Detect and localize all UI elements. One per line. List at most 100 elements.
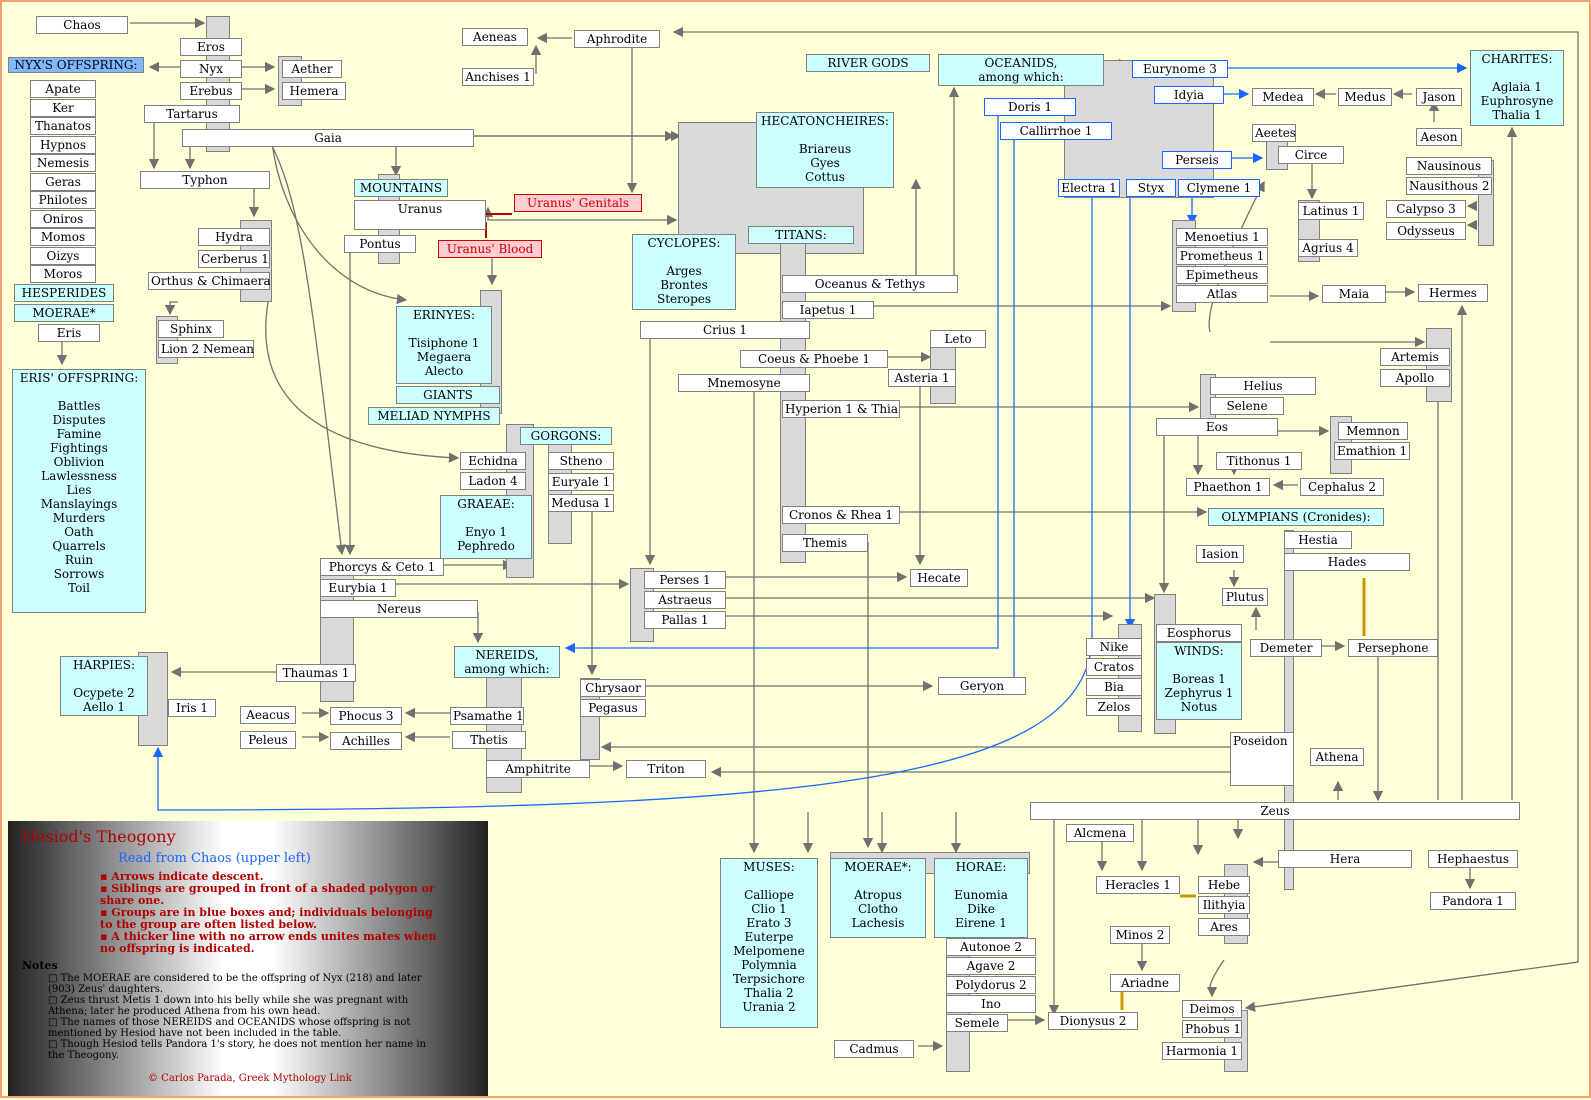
- node-zelos[interactable]: Zelos: [1086, 698, 1142, 716]
- node-thetis[interactable]: Thetis: [452, 731, 526, 749]
- node-nyx-child[interactable]: Oizys: [30, 246, 96, 265]
- node-cerberus[interactable]: Cerberus 1: [198, 250, 270, 268]
- node-nyx-child[interactable]: Moros: [30, 265, 96, 283]
- node-athena[interactable]: Athena: [1310, 748, 1364, 766]
- group-member[interactable]: Disputes: [52, 413, 106, 427]
- node-euryale[interactable]: Euryale 1: [548, 473, 614, 491]
- node-nyx-child[interactable]: Nemesis: [30, 154, 96, 172]
- legend-copyright[interactable]: © Carlos Parada, Greek Mythology Link: [148, 1073, 352, 1084]
- node-bia[interactable]: Bia: [1086, 678, 1142, 696]
- node-aether[interactable]: Aether: [282, 60, 342, 78]
- node-medusa[interactable]: Medusa 1: [548, 494, 614, 512]
- node-geryon[interactable]: Geryon: [938, 677, 1026, 695]
- node-doris[interactable]: Doris 1: [984, 98, 1076, 116]
- node-ino[interactable]: Ino: [946, 995, 1036, 1013]
- node-dionysus[interactable]: Dionysus 2: [1048, 1012, 1138, 1030]
- node-aphrodite[interactable]: Aphrodite: [574, 30, 660, 48]
- node-circe[interactable]: Circe: [1278, 146, 1344, 164]
- group-member[interactable]: Euphrosyne: [1480, 94, 1554, 108]
- group-olympians[interactable]: OLYMPIANS (Cronides):: [1208, 508, 1384, 526]
- node-nyx-child[interactable]: Philotes: [30, 191, 96, 209]
- node-callirrhoe[interactable]: Callirrhoe 1: [1000, 122, 1112, 140]
- node-nereus[interactable]: Nereus: [320, 600, 478, 618]
- node-hecate[interactable]: Hecate: [910, 569, 968, 587]
- node-eos[interactable]: Eos: [1156, 418, 1278, 436]
- group-member[interactable]: Thalia 1: [1492, 108, 1542, 122]
- node-atlas[interactable]: Atlas: [1176, 285, 1268, 303]
- node-helius[interactable]: Helius: [1210, 377, 1316, 395]
- node-aeneas[interactable]: Aeneas: [462, 28, 528, 46]
- node-astraeus[interactable]: Astraeus: [644, 591, 726, 609]
- group-titans[interactable]: TITANS:: [748, 226, 854, 244]
- node-styx[interactable]: Styx: [1126, 179, 1176, 197]
- group-member[interactable]: Sorrows: [53, 567, 105, 581]
- node-chaos[interactable]: Chaos: [36, 16, 128, 34]
- node-eris[interactable]: Eris: [38, 324, 100, 342]
- node-typhon[interactable]: Typhon: [140, 171, 270, 189]
- node-nyx-child[interactable]: Momos: [30, 228, 96, 246]
- group-hesperides[interactable]: HESPERIDES: [14, 284, 114, 302]
- group-moerae-nyx[interactable]: MOERAE*: [14, 304, 114, 322]
- node-epimetheus[interactable]: Epimetheus: [1176, 266, 1268, 284]
- group-member[interactable]: Clotho: [857, 902, 899, 916]
- node-agrius[interactable]: Agrius 4: [1298, 239, 1358, 257]
- node-medea[interactable]: Medea: [1252, 88, 1314, 106]
- group-member[interactable]: Oath: [64, 525, 94, 539]
- group-member[interactable]: Urania 2: [742, 1000, 796, 1014]
- node-hephaestus[interactable]: Hephaestus: [1428, 850, 1518, 868]
- node-nyx-child[interactable]: Oniros: [30, 209, 96, 228]
- group-member[interactable]: Manslayings: [40, 497, 118, 511]
- node-pandora[interactable]: Pandora 1: [1430, 892, 1516, 910]
- node-leto[interactable]: Leto: [930, 330, 986, 348]
- node-idyia[interactable]: Idyia: [1154, 86, 1224, 104]
- node-deimos[interactable]: Deimos: [1182, 1000, 1242, 1018]
- node-cephalus[interactable]: Cephalus 2: [1300, 478, 1384, 496]
- group-member[interactable]: Aello 1: [82, 700, 126, 714]
- node-cronos[interactable]: Cronos & Rhea 1: [782, 506, 900, 524]
- group-member[interactable]: Steropes: [656, 292, 712, 306]
- node-iris[interactable]: Iris 1: [168, 699, 216, 717]
- node-achilles[interactable]: Achilles: [330, 732, 402, 750]
- group-member[interactable]: Lachesis: [851, 916, 905, 930]
- node-hestia[interactable]: Hestia: [1284, 531, 1352, 549]
- group-member[interactable]: Aglaia 1: [1492, 80, 1542, 94]
- group-meliad-nymphs[interactable]: MELIAD NYMPHS: [368, 407, 500, 425]
- node-demeter[interactable]: Demeter: [1250, 639, 1322, 657]
- node-polydorus[interactable]: Polydorus 2: [946, 976, 1036, 994]
- node-nausithous[interactable]: Nausithous 2: [1406, 177, 1492, 195]
- group-member[interactable]: Melpomene: [733, 944, 805, 958]
- node-echidna[interactable]: Echidna: [460, 452, 526, 470]
- node-apollo[interactable]: Apollo: [1380, 369, 1450, 387]
- node-memnon[interactable]: Memnon: [1338, 422, 1408, 440]
- node-phorcys[interactable]: Phorcys & Ceto 1: [320, 558, 444, 576]
- node-nausinous[interactable]: Nausinous: [1406, 157, 1492, 175]
- group-member[interactable]: Euterpe: [744, 930, 794, 944]
- node-menoetius[interactable]: Menoetius 1: [1176, 228, 1268, 246]
- group-member[interactable]: Brontes: [660, 278, 708, 292]
- group-member[interactable]: Lies: [66, 483, 92, 497]
- node-eurybia[interactable]: Eurybia 1: [320, 579, 396, 597]
- node-poseidon[interactable]: Poseidon: [1230, 732, 1294, 786]
- group-member[interactable]: Atropus: [854, 888, 902, 902]
- node-pegasus[interactable]: Pegasus: [580, 699, 646, 717]
- node-triton[interactable]: Triton: [626, 760, 706, 778]
- node-nyx-child[interactable]: Apate: [30, 80, 96, 98]
- node-clymene[interactable]: Clymene 1: [1178, 179, 1260, 197]
- node-hydra[interactable]: Hydra: [198, 228, 270, 246]
- node-tithonus[interactable]: Tithonus 1: [1216, 452, 1302, 470]
- node-nyx-child[interactable]: Hypnos: [30, 135, 96, 154]
- node-aeson[interactable]: Aeson: [1416, 128, 1462, 146]
- node-aeacus[interactable]: Aeacus: [240, 706, 296, 724]
- node-electra[interactable]: Electra 1: [1058, 179, 1120, 197]
- node-peleus[interactable]: Peleus: [240, 731, 296, 749]
- group-member[interactable]: Zephyrus 1: [1164, 686, 1234, 700]
- node-anchises[interactable]: Anchises 1: [462, 68, 534, 86]
- node-uranus-blood[interactable]: Uranus' Blood: [438, 240, 542, 258]
- node-eosphorus[interactable]: Eosphorus: [1156, 624, 1242, 642]
